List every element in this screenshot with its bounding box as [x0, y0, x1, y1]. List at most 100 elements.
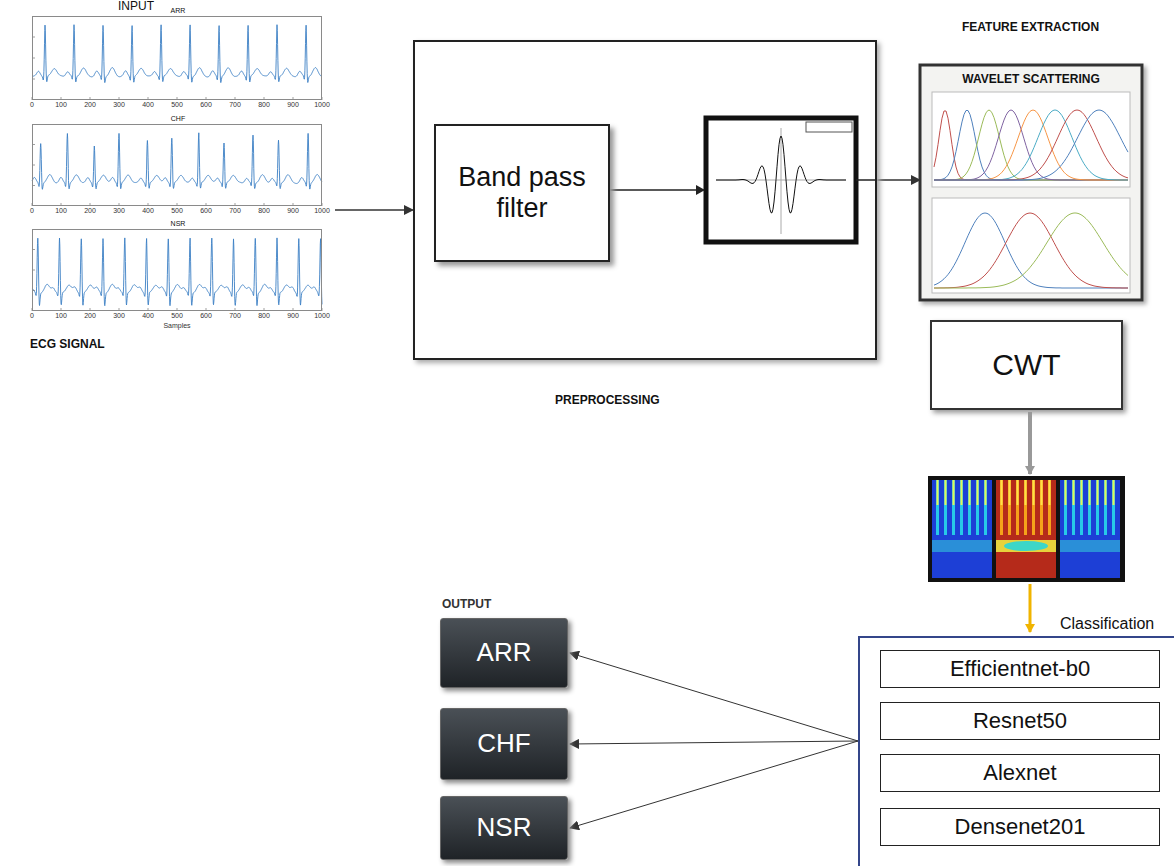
filter-curve — [934, 213, 1128, 288]
scalogram-band — [969, 480, 971, 505]
filter-curve — [934, 213, 1128, 288]
node-label: CHF — [477, 729, 530, 759]
scalogram-band — [1073, 480, 1075, 505]
filter-curve — [934, 110, 1128, 180]
output-box: CHF — [440, 708, 568, 780]
tick-label: 300 — [107, 312, 131, 320]
scalogram-band — [1025, 480, 1027, 505]
scalogram-band — [1032, 480, 1035, 535]
image-legend-box — [806, 122, 852, 132]
scalogram-band — [984, 480, 987, 535]
tick-label: 600 — [194, 207, 218, 215]
filter-bank-panel — [932, 92, 1130, 187]
wavelet-curve-group — [716, 136, 846, 213]
scalogram-panel — [1060, 480, 1120, 578]
scalogram-band — [1001, 480, 1003, 505]
flow-arrow — [608, 189, 704, 191]
tick-label: 200 — [78, 312, 102, 320]
tick-label: 300 — [107, 101, 131, 109]
scalogram-band — [932, 540, 992, 552]
scalogram-band — [1104, 480, 1107, 535]
scattering-box-fill — [920, 65, 1142, 300]
filter-curves — [934, 110, 1128, 288]
model-box: Resnet50 — [880, 702, 1160, 740]
filter-curve — [934, 110, 1128, 180]
scalogram-band — [944, 480, 947, 535]
tick-label: 1000 — [310, 312, 334, 320]
tick-label: 500 — [165, 207, 189, 215]
tick-label: 400 — [136, 207, 160, 215]
flow-arrow — [1028, 412, 1032, 474]
ecg-waveforms — [32, 25, 322, 311]
tick-label: 800 — [252, 207, 276, 215]
process-box: CWT — [930, 320, 1123, 410]
wavelet-curve — [716, 136, 846, 213]
tick-label: 700 — [223, 207, 247, 215]
scalogram-band — [1060, 540, 1120, 552]
scalogram-panel — [996, 480, 1056, 578]
tick-label: 200 — [78, 101, 102, 109]
node-heading: NSR — [33, 220, 323, 228]
wavelet-image-frame — [706, 118, 856, 242]
tick-label: 0 — [20, 207, 44, 215]
model-box: Alexnet — [880, 754, 1160, 792]
scalogram-band — [1049, 480, 1051, 505]
section-label: OUTPUT — [442, 598, 522, 612]
preprocessing-box: PREPROCESSINGBand pass filter — [413, 40, 877, 360]
node-caption: ECG SIGNAL — [30, 338, 170, 352]
tick-label: 100 — [49, 207, 73, 215]
filter-curve — [934, 213, 1128, 288]
flow-arrow — [1029, 584, 1032, 632]
node-label: Alexnet — [983, 760, 1056, 785]
scalogram-panel — [932, 480, 992, 578]
tick-label: 200 — [78, 207, 102, 215]
scalogram-band — [960, 480, 963, 535]
scalogram-band — [1024, 480, 1027, 535]
scalogram-band — [1065, 480, 1067, 505]
filter-curve — [934, 110, 1128, 180]
scalogram-band — [1113, 480, 1115, 505]
tick-label: 700 — [223, 101, 247, 109]
scalogram-band — [996, 540, 1056, 552]
flow-connector — [335, 209, 413, 211]
node-heading: CHF — [33, 115, 323, 123]
ecg-trace — [32, 133, 322, 190]
ecg-plot: CHF — [32, 124, 322, 206]
flow-line — [856, 179, 877, 181]
node-label: Densenet201 — [955, 814, 1086, 839]
input-panel: INPUTECG SIGNALARRCHFNSR — [20, 0, 335, 360]
scalogram-band — [1112, 480, 1115, 535]
tick-label: 600 — [194, 101, 218, 109]
tick-label: 0 — [20, 312, 44, 320]
scalogram-band — [1097, 480, 1099, 505]
scalogram-band — [985, 480, 987, 505]
classifier-group: ClassificationEfficientnet-b0Resnet50Ale… — [858, 636, 1174, 866]
scalogram-band — [968, 480, 971, 535]
process-box: Band pass filter — [434, 124, 610, 262]
filter-curve — [934, 111, 1128, 180]
node-heading: ARR — [33, 7, 323, 15]
tick-label: 400 — [136, 312, 160, 320]
axis-title: Samples — [147, 322, 207, 330]
scalogram-band — [1017, 480, 1019, 505]
ecg-plot: ARR — [32, 16, 322, 100]
scalogram-band — [936, 480, 939, 535]
output-box: NSR — [440, 796, 568, 860]
tick-label: 1000 — [310, 101, 334, 109]
tick-label: 300 — [107, 207, 131, 215]
ecg-plot: NSR — [32, 229, 322, 311]
filter-curve — [934, 110, 1128, 180]
scalogram-band — [1081, 480, 1083, 505]
scalogram-band — [1072, 480, 1075, 535]
image-axis — [781, 128, 782, 234]
node-label: Band pass filter — [444, 162, 600, 224]
tick-label: 100 — [49, 101, 73, 109]
ecg-trace — [32, 25, 322, 83]
tick-label: 400 — [136, 101, 160, 109]
scalogram-frame — [928, 476, 1125, 582]
scalogram-band — [1000, 480, 1003, 535]
ecg-trace — [32, 238, 322, 306]
scalogram-band — [1009, 480, 1011, 505]
scalogram-band — [1105, 480, 1107, 505]
output-box: ARR — [440, 618, 568, 688]
